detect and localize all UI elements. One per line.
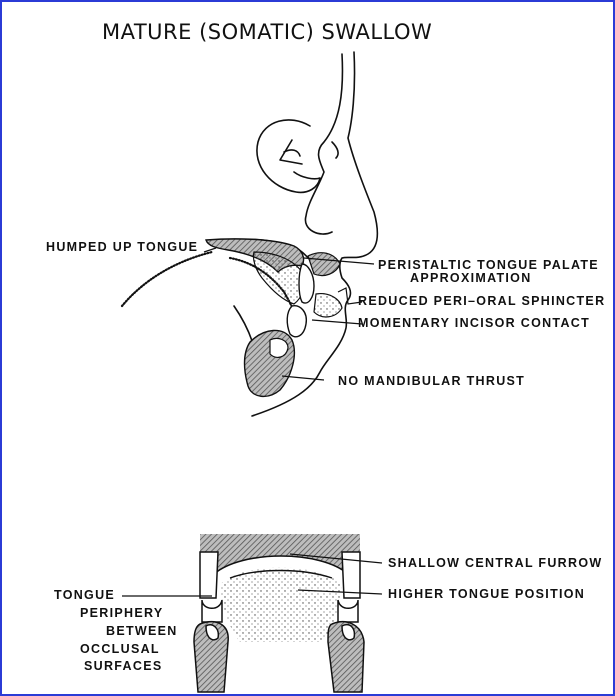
upper-incisor	[299, 264, 314, 303]
ear-outline	[257, 120, 320, 192]
label-periphery-line3: BETWEEN	[106, 624, 178, 638]
label-higher-tongue-position: HIGHER TONGUE POSITION	[388, 587, 585, 601]
lower-incisor	[287, 306, 306, 337]
label-shallow-central-furrow: SHALLOW CENTRAL FURROW	[388, 556, 602, 570]
label-periphery-line1: TONGUE	[54, 588, 115, 602]
ear-inner	[280, 140, 302, 164]
maxilla-outline	[122, 252, 212, 306]
leader-incisor	[312, 320, 362, 324]
label-no-mandibular-thrust: NO MANDIBULAR THRUST	[338, 374, 525, 388]
label-humped-tongue: HUMPED UP TONGUE	[46, 240, 198, 254]
label-peristaltic-line1: PERISTALTIC TONGUE PALATE	[378, 258, 599, 272]
label-periphery-line5: SURFACES	[84, 659, 162, 673]
label-peristaltic-line2: APPROXIMATION	[410, 271, 532, 285]
label-reduced-sphincter: REDUCED PERI–ORAL SPHINCTER	[358, 294, 605, 308]
head-contour	[305, 54, 342, 234]
lower-lip	[314, 294, 342, 317]
label-periphery-line4: OCCLUSAL	[80, 642, 160, 656]
label-incisor-contact: MOMENTARY INCISOR CONTACT	[358, 316, 590, 330]
label-periphery-line2: PERIPHERY	[80, 606, 163, 620]
tongue-front	[220, 568, 342, 643]
upper-lip	[308, 253, 340, 276]
